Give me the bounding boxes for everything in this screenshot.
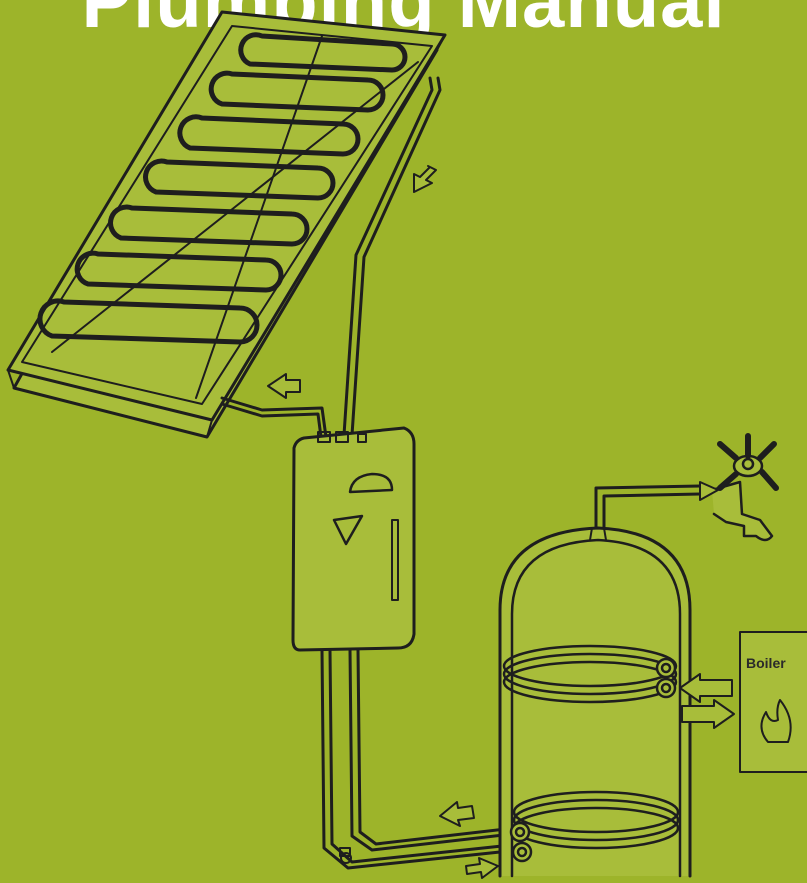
station-to-tank-pipes [322,650,514,868]
flow-arrow-down [414,166,436,192]
control-unit-icon [293,428,414,650]
faucet-icon [712,436,776,540]
flow-arrow-left [268,374,300,398]
drain-valve-icon [340,848,351,863]
boiler-label: Boiler [746,655,786,671]
flow-arrow-return-left [440,802,474,826]
flow-arrow-return-right [466,858,498,878]
water-tank-icon [500,528,690,876]
hot-water-pipe [596,486,700,528]
boiler-box: Boiler [740,632,807,772]
collector-return-pipe [222,398,326,437]
